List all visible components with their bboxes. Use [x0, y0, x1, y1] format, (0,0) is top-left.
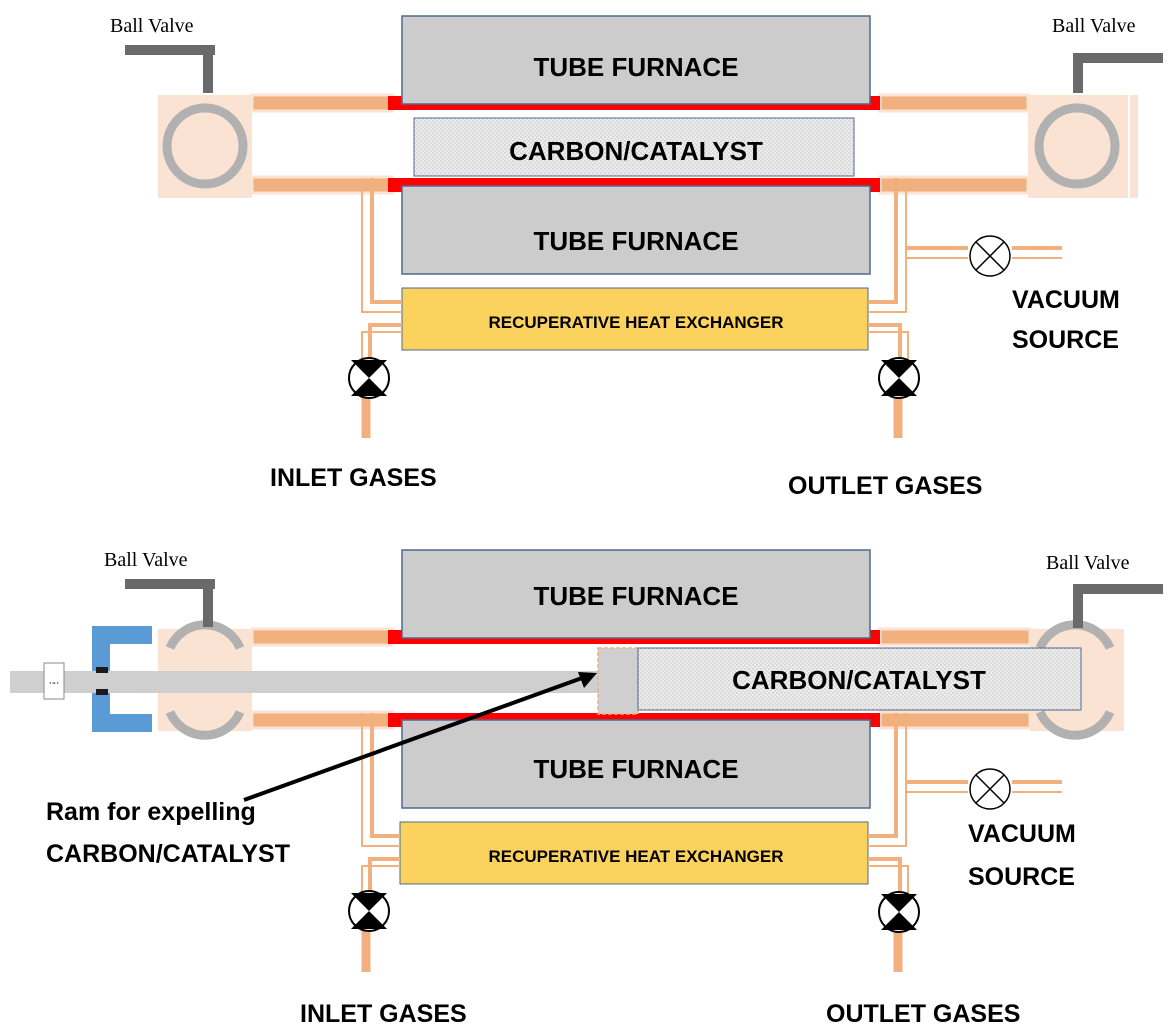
outlet-valve-icon: [878, 357, 920, 399]
panel-ram-expelling: TUBE FURNACE TUBE FURNACE RECUPERATIVE H…: [10, 549, 1163, 1028]
heat-exchanger-label: RECUPERATIVE HEAT EXCHANGER: [488, 313, 783, 332]
svg-text:·-·: ·-·: [49, 677, 60, 689]
vacuum-source-label-2: SOURCE: [968, 863, 1075, 891]
outlet-gases-label: OUTLET GASES: [826, 1000, 1020, 1028]
inlet-valve-icon: [348, 357, 390, 399]
valve-handle-icon: [125, 45, 215, 93]
ball-valve-left-label: Ball Valve: [110, 15, 194, 37]
valve-handle-icon: [125, 579, 215, 627]
ram-assembly: ·-·: [10, 626, 639, 732]
carbon-catalyst-label: CARBON/CATALYST: [509, 136, 763, 166]
inlet-gases-label: INLET GASES: [270, 464, 437, 492]
right-ball-valve: [1028, 53, 1163, 198]
tube-furnace-top-label: TUBE FURNACE: [533, 52, 738, 82]
ball-valve-left-label: Ball Valve: [104, 549, 188, 571]
carbon-catalyst-sample: [637, 647, 1082, 711]
outlet-valve-icon: [878, 891, 920, 933]
ram-rod: [10, 671, 600, 693]
tube-furnace-bottom-label: TUBE FURNACE: [533, 226, 738, 256]
ram-pointer-arrow: [243, 672, 597, 802]
ball-valve-right-label: Ball Valve: [1052, 15, 1136, 37]
vacuum-valve-icon: [969, 768, 1011, 810]
heat-exchanger-label: RECUPERATIVE HEAT EXCHANGER: [488, 847, 783, 866]
left-ball-valve: [125, 579, 252, 740]
tube-furnace-bottom: [401, 719, 871, 809]
valve-handle-icon: [1073, 53, 1163, 93]
ball-valve-right-label: Ball Valve: [1046, 552, 1130, 574]
panel-normal-operation: TUBE FURNACE CARBON/CATALYST TUBE FURNAC…: [110, 15, 1163, 500]
tube-furnace-bottom-label: TUBE FURNACE: [533, 754, 738, 784]
carbon-catalyst-label: CARBON/CATALYST: [732, 665, 986, 695]
ram-blue-clamp: [92, 626, 152, 732]
vacuum-valve-icon: [969, 235, 1011, 277]
gas-lines: [361, 713, 1062, 972]
ram-label-2: CARBON/CATALYST: [46, 840, 290, 868]
carbon-catalyst-sample: [413, 117, 855, 177]
gas-lines: [361, 178, 1062, 438]
ram-label: Ram for expelling: [46, 798, 256, 826]
vacuum-source-label-2: SOURCE: [1012, 326, 1119, 354]
tube-furnace-bottom: [401, 185, 871, 275]
outlet-gases-label: OUTLET GASES: [788, 472, 982, 500]
vacuum-source-label: VACUUM: [1012, 286, 1120, 314]
tube-furnace-top: [401, 549, 871, 639]
tube-furnace-top: [401, 15, 871, 105]
left-ball-valve: [125, 45, 252, 198]
tube-furnace-top-label: TUBE FURNACE: [533, 581, 738, 611]
heat-exchanger: [399, 821, 869, 885]
ram-head: [597, 647, 639, 715]
inlet-gases-label: INLET GASES: [300, 1000, 467, 1028]
heat-exchanger: [401, 287, 869, 351]
valve-handle-icon: [1073, 584, 1163, 628]
inlet-valve-icon: [348, 890, 390, 932]
vacuum-source-label: VACUUM: [968, 820, 1076, 848]
